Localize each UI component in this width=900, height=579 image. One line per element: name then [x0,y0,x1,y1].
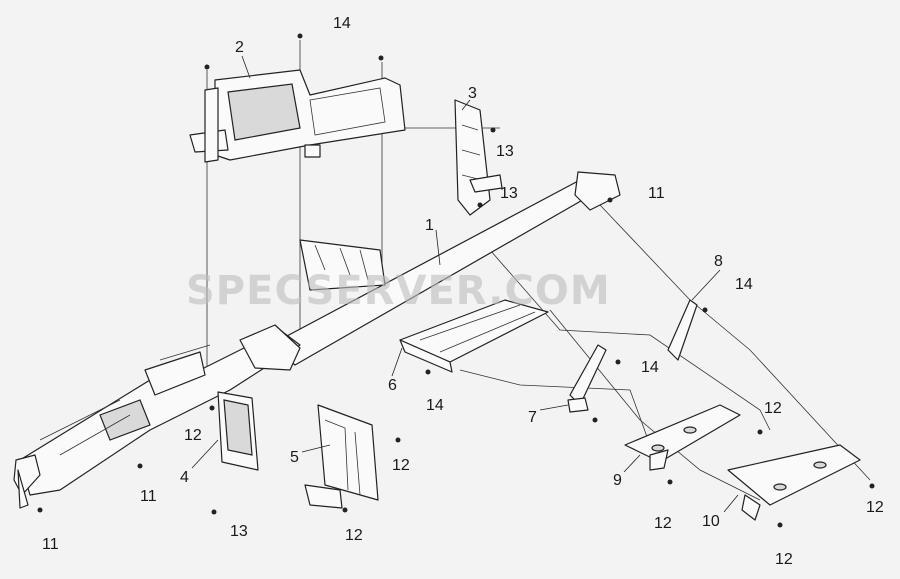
callout-13-mid: 13 [500,185,518,202]
part-7-bracket [567,344,607,413]
callout-9: 9 [613,472,622,489]
callout-13-upper: 13 [496,143,514,160]
watermark: SPECSERVER.COM [186,268,611,314]
part-6-tray [399,299,549,373]
callout-10: 10 [702,513,720,530]
callout-4: 4 [180,469,189,486]
part-9-plate [624,404,741,471]
callout-14-top: 14 [333,15,351,32]
callout-5: 5 [290,449,299,466]
callout-3: 3 [468,85,477,102]
part-10-plate [727,444,861,521]
callout-2: 2 [235,39,244,56]
callout-12-part4: 12 [184,427,202,444]
part-8-bracket [667,299,698,361]
callout-6: 6 [388,377,397,394]
callout-14-center-right: 14 [641,359,659,376]
callout-8: 8 [714,253,723,270]
callout-12-part5: 12 [392,457,410,474]
callout-12-part9: 12 [654,515,672,532]
leader-lines [191,55,739,513]
callout-11-lower-left: 11 [42,536,59,553]
callout-12-part10: 12 [775,551,793,568]
callout-7: 7 [528,409,537,426]
part-5-bracket [304,404,379,509]
part-2-frame [189,69,406,163]
callout-11-lower-center: 11 [140,488,157,505]
part-3-bracket [454,99,503,216]
callout-13-lower: 13 [230,523,248,540]
fasteners [37,33,875,528]
callout-12-far-right: 12 [866,499,884,516]
callout-1: 1 [425,217,434,234]
part-4-plate [217,391,259,471]
callout-14-part6: 14 [426,397,444,414]
left-support-assembly [13,324,301,509]
callout-12-part5-lower: 12 [345,527,363,544]
callout-14-right: 14 [735,276,753,293]
callout-11-upper-right: 11 [648,185,665,202]
callout-12-right-mid: 12 [764,400,782,417]
part-1-cross-beam [269,171,621,366]
